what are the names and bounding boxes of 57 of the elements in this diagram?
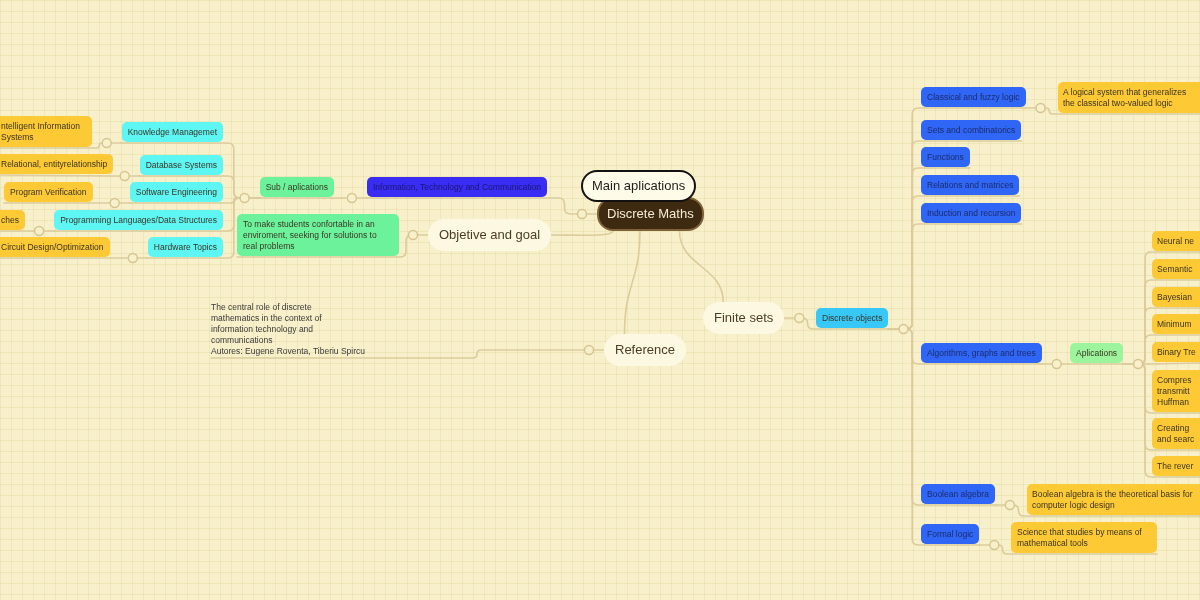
branch-line [236, 234, 429, 258]
detail-topic: Binary Tre [1152, 342, 1200, 362]
subtopic: Hardware Topics [147, 237, 223, 257]
branch-line [0, 257, 149, 259]
detail-topic: The rever [1152, 456, 1200, 476]
branch-line [550, 230, 614, 237]
branch-line [366, 197, 598, 215]
detail-topic: Boolean algebra is the theoretical basis for computer logic design [1027, 484, 1200, 515]
branch-line [994, 504, 1200, 517]
branch-line [978, 544, 1158, 555]
subtopic: Relations and matrices [921, 175, 1020, 195]
subtopic: Information, Technology and Communication [366, 177, 547, 197]
subtopic: Classical and fuzzy logic [921, 87, 1026, 107]
branch-line [1024, 107, 1200, 115]
subtopic: Boolean algebra [921, 484, 995, 504]
branch-line [623, 230, 641, 335]
subtopic: Sets and combinatorics [921, 120, 1022, 140]
detail-topic: Science that studies by means of mathematical tools [1011, 522, 1157, 553]
subtopic: Programming Languages/Data Structures [54, 210, 223, 230]
subtopic: Sub / aplications [259, 177, 334, 197]
subtopic: Knowledge Managemet [121, 122, 223, 142]
detail-topic: Semantic [1152, 259, 1200, 279]
detail-topic: A logical system that generalizes the classical two-valued logic [1058, 82, 1200, 113]
detail-topic: Neural ne [1152, 231, 1200, 251]
detail-topic: Bayesian [1152, 287, 1200, 307]
branch-line [0, 174, 141, 177]
subtopic: Functions [921, 147, 970, 167]
detail-topic: ntelligent Information Systems [0, 116, 92, 147]
reference-text: The central role of discrete mathematics in the context of information technology and communications [211, 302, 323, 346]
branch-line [0, 230, 55, 232]
subtopic: To make students confortable in an enviroment, seeking for solutions to real problems [237, 214, 399, 256]
detail-topic: Program Verification [4, 182, 93, 202]
subtopic: Aplications [1070, 343, 1124, 363]
detail-topic: ches [0, 210, 25, 230]
branch-line [0, 142, 123, 149]
subtopic: Discrete objects [816, 308, 889, 328]
subtopic: Induction and recursion [921, 203, 1022, 223]
floating-topic: Main aplications [581, 170, 697, 202]
subtopic: Algorithms, graphs and trees [921, 343, 1042, 363]
branch-line [1040, 363, 1124, 365]
branch-line [258, 197, 368, 199]
subtopic: Database Systems [139, 155, 223, 175]
detail-topic: Creating and searc [1152, 418, 1200, 449]
main-topic: Reference [604, 334, 686, 366]
branch-line [678, 230, 725, 303]
detail-topic: Relational, entityrelationship [0, 154, 114, 174]
branch-line [783, 317, 890, 330]
subtopic: Formal logic [921, 524, 980, 544]
reference-text: Autores: Eugene Roventa, Tiberiu Spircu [211, 346, 366, 357]
detail-topic: Circuit Design/Optimization [0, 237, 110, 257]
branch-line [210, 349, 605, 359]
branch-line [3, 202, 131, 204]
detail-topic: Compres transmitt Huffman [1152, 370, 1200, 412]
detail-topic: Minimum [1152, 314, 1200, 334]
main-topic: Finite sets [703, 302, 785, 334]
main-topic: Objetive and goal [428, 219, 552, 251]
subtopic: Software Engineering [129, 182, 223, 202]
